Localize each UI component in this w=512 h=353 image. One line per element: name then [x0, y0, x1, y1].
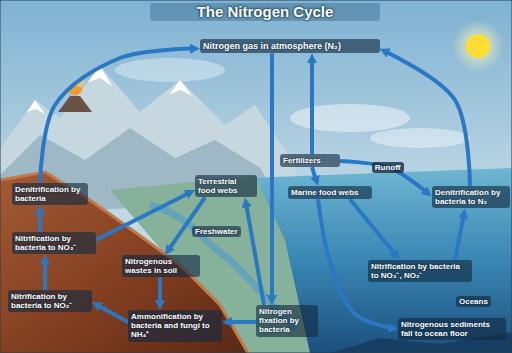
process-text: Denitrification by bacteria to N₂ — [435, 188, 507, 206]
process-text: Nitrification by bacteria to NO₃⁻, NO₂⁻ — [371, 262, 469, 280]
process-text: Nitrogen gas in atmosphere (N₂) — [203, 41, 377, 51]
region-label: Oceans — [456, 296, 491, 307]
process-label: Denitrification by bacteria to N₂ — [432, 186, 510, 208]
process-text: Nitrification by bacteria to NO₃⁻ — [15, 234, 93, 252]
process-text: Denitrification by bacteria — [15, 185, 85, 203]
flow-arrow — [350, 199, 397, 256]
flow-arrow — [43, 259, 47, 290]
process-text: Ammonification by bacteria and fungi to … — [131, 312, 219, 340]
flow-arrow — [38, 210, 42, 232]
flow-arrow — [312, 167, 316, 181]
flow-arrow — [40, 49, 195, 183]
process-text: Nitrogenous wastes in soil — [125, 257, 197, 275]
process-label: Ammonification by bacteria and fungi to … — [128, 310, 222, 342]
flow-arrow — [455, 213, 464, 260]
process-label: Nitrogenous sediments fall to ocean floo… — [398, 318, 506, 340]
flow-arrow — [310, 58, 314, 154]
process-label: Fertilizers — [280, 154, 340, 167]
process-text: Marine food webs — [291, 188, 369, 197]
flow-arrow — [227, 320, 256, 324]
process-text: Nitrogen fixation by bacteria — [259, 307, 315, 335]
process-text: Nitrogenous sediments fall to ocean floo… — [401, 320, 503, 338]
process-label: Nitrogen fixation by bacteria — [256, 305, 318, 337]
process-label: Denitrification by bacteria — [12, 183, 88, 205]
process-label: Nitrification by bacteria to NO₃⁻ — [12, 232, 96, 254]
flow-arrow — [96, 304, 128, 322]
flow-arrow — [96, 192, 191, 240]
process-label: Nitrification by bacteria to NO₂⁻ — [8, 290, 92, 312]
process-text: Terrestrial food webs — [198, 177, 254, 195]
flow-arrow — [168, 197, 205, 251]
process-text: Fertilizers — [283, 156, 337, 165]
process-label: Marine food webs — [288, 186, 372, 199]
process-label: Terrestrial food webs — [195, 175, 257, 197]
process-label: Nitrogenous wastes in soil — [122, 255, 200, 277]
diagram-title: The Nitrogen Cycle — [150, 3, 380, 21]
arrow-label: Runoff — [372, 162, 404, 173]
process-text: Nitrification by bacteria to NO₂⁻ — [11, 292, 89, 310]
region-label: Freshwater — [192, 226, 241, 237]
process-label: Nitrogen gas in atmosphere (N₂) — [200, 39, 380, 53]
flow-arrow — [270, 53, 274, 300]
process-label: Nitrification by bacteria to NO₃⁻, NO₂⁻ — [368, 260, 472, 282]
flow-arrow — [158, 277, 162, 305]
flow-arrow — [246, 202, 264, 305]
